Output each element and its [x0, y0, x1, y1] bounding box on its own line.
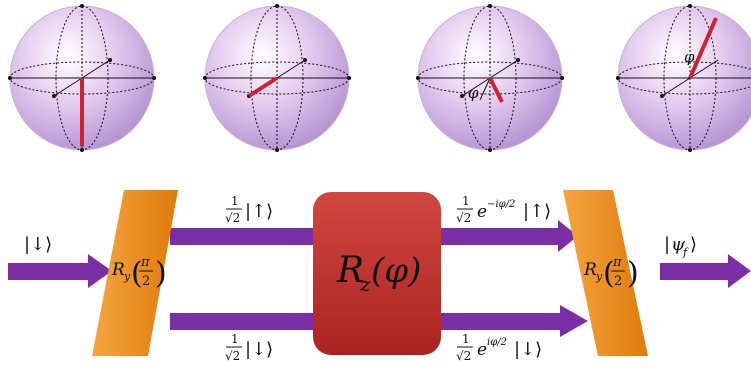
bloch-sphere-1	[8, 4, 156, 152]
output-beam	[660, 263, 730, 280]
svg-text:2: 2	[614, 274, 622, 289]
svg-text:R: R	[336, 250, 364, 291]
lower-arm-right-head	[560, 305, 588, 337]
svg-text:2: 2	[142, 274, 150, 289]
input-beam	[8, 263, 90, 280]
svg-text:|↓⟩: |↓⟩	[514, 339, 542, 360]
bloch-sphere-2	[203, 4, 351, 152]
svg-text:1: 1	[462, 194, 470, 208]
svg-text:√2: √2	[225, 349, 240, 363]
svg-text:|↓⟩: |↓⟩	[245, 339, 273, 360]
svg-text:f: f	[682, 246, 689, 259]
phi-label: φ	[684, 48, 695, 66]
bloch-sphere-4: φ	[616, 4, 751, 152]
svg-text:√2: √2	[456, 211, 471, 225]
input-beam-head	[88, 254, 112, 288]
state-vector	[688, 17, 718, 79]
svg-text:R: R	[583, 260, 597, 280]
svg-text:R: R	[111, 260, 125, 280]
svg-text:√2: √2	[225, 211, 240, 225]
svg-text:|↑⟩: |↑⟩	[245, 201, 273, 222]
output-beam-head	[728, 254, 751, 288]
svg-text:−iφ/2: −iφ/2	[487, 199, 515, 210]
svg-text:1: 1	[462, 332, 470, 346]
svg-text:π: π	[612, 255, 622, 270]
svg-text:e: e	[477, 340, 487, 360]
svg-text:1: 1	[231, 332, 239, 346]
svg-text:ψ: ψ	[671, 234, 686, 255]
rz-label: R z (φ)	[336, 250, 421, 296]
ry-left-label: R y ( π 2 )	[111, 255, 167, 291]
upper-arm-right-head	[558, 220, 578, 252]
svg-text:): )	[155, 256, 167, 291]
input-state-label: |↓⟩	[24, 234, 52, 255]
svg-text:): )	[627, 256, 639, 291]
ry-gate-right	[563, 190, 648, 356]
svg-text:(: (	[131, 256, 143, 291]
lower-arm-left	[170, 313, 320, 330]
svg-text:|: |	[664, 234, 670, 255]
svg-text:1: 1	[231, 194, 239, 208]
svg-text:|↑⟩: |↑⟩	[523, 201, 551, 222]
ry-gate-left	[92, 190, 178, 356]
upper-arm-left	[170, 228, 320, 245]
upper-right-arm-label: 1 √2 e −iφ/2 |↑⟩	[456, 194, 551, 225]
svg-text:y: y	[595, 270, 603, 283]
svg-text:(: (	[603, 256, 615, 291]
lower-right-arm-label: 1 √2 e iφ/2 |↓⟩	[456, 332, 542, 363]
svg-text:e: e	[477, 202, 487, 222]
lower-left-arm-label: 1 √2 |↓⟩	[225, 332, 273, 363]
phi-label: φ	[468, 84, 479, 102]
svg-text:⟩: ⟩	[690, 234, 697, 255]
state-vector	[488, 77, 504, 103]
ry-right-label: R y ( π 2 )	[583, 255, 639, 291]
svg-text:iφ/2: iφ/2	[487, 337, 507, 348]
upper-left-arm-label: 1 √2 |↑⟩	[225, 194, 273, 225]
beam-arrows	[8, 220, 751, 337]
svg-text:(φ): (φ)	[371, 251, 421, 291]
state-vector	[247, 76, 279, 98]
svg-text:y: y	[123, 270, 131, 283]
svg-text:z: z	[359, 272, 371, 296]
svg-text:π: π	[140, 255, 150, 270]
lower-arm-right	[438, 313, 562, 330]
svg-text:√2: √2	[456, 349, 471, 363]
bloch-sphere-3: φ	[416, 4, 564, 152]
rz-gate	[313, 192, 441, 355]
output-state-label: | ψ f ⟩	[664, 234, 697, 259]
upper-arm-right	[438, 228, 560, 245]
